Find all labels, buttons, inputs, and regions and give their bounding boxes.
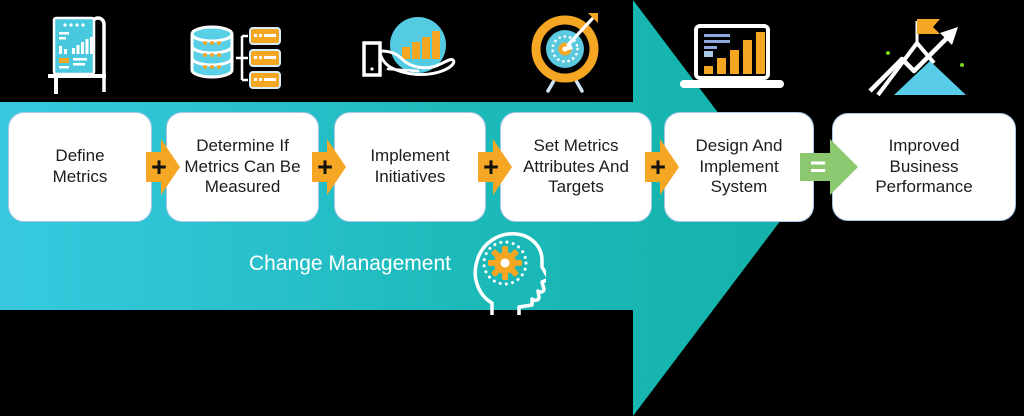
step-label: Design And Implement System: [695, 135, 783, 197]
head-gear-icon: [473, 232, 546, 315]
step-label: Define Metrics: [52, 146, 108, 186]
equals-symbol: =: [809, 151, 827, 182]
equals-arrow-icon: [800, 139, 858, 195]
connector-equals: =: [800, 139, 858, 195]
step-label: Implement Initiatives: [370, 146, 450, 186]
change-management-label: Change Management: [249, 252, 451, 275]
laptop-chart-icon: [680, 24, 784, 88]
step-label: Determine If Metrics Can Be Measured: [184, 135, 301, 197]
plus-symbol: +: [151, 151, 167, 182]
plus-symbol: +: [483, 151, 499, 182]
step-box-design-system: Design And Implement System: [664, 112, 814, 222]
connector-plus-4: +: [645, 139, 679, 195]
plus-symbol: +: [650, 151, 666, 182]
step-box-implement-initiatives: Implement Initiatives: [334, 112, 486, 222]
step-label: Set Metrics Attributes And Targets: [523, 135, 629, 197]
step-box-define-metrics: Define Metrics: [8, 112, 152, 222]
connector-plus-2: +: [312, 139, 346, 195]
plus-arrow-icon: [312, 139, 346, 195]
connector-plus-1: +: [146, 139, 180, 195]
plus-arrow-icon: [645, 139, 679, 195]
database-icon: [190, 25, 281, 89]
step-label: Improved Business Performance: [875, 135, 973, 197]
presentation-board-icon: [48, 16, 106, 94]
target-icon: [531, 13, 599, 93]
plus-arrow-icon: [478, 139, 512, 195]
step-box-determine-metrics: Determine If Metrics Can Be Measured: [166, 112, 319, 222]
plus-symbol: +: [317, 151, 333, 182]
step-box-set-metrics: Set Metrics Attributes And Targets: [500, 112, 652, 222]
hand-chart-icon: [362, 17, 456, 77]
connector-plus-3: +: [478, 139, 512, 195]
mountain-flag-icon: [868, 19, 966, 97]
gear: [488, 246, 522, 280]
step-box-improved-performance: Improved Business Performance: [832, 113, 1016, 221]
plus-arrow-icon: [146, 139, 180, 195]
